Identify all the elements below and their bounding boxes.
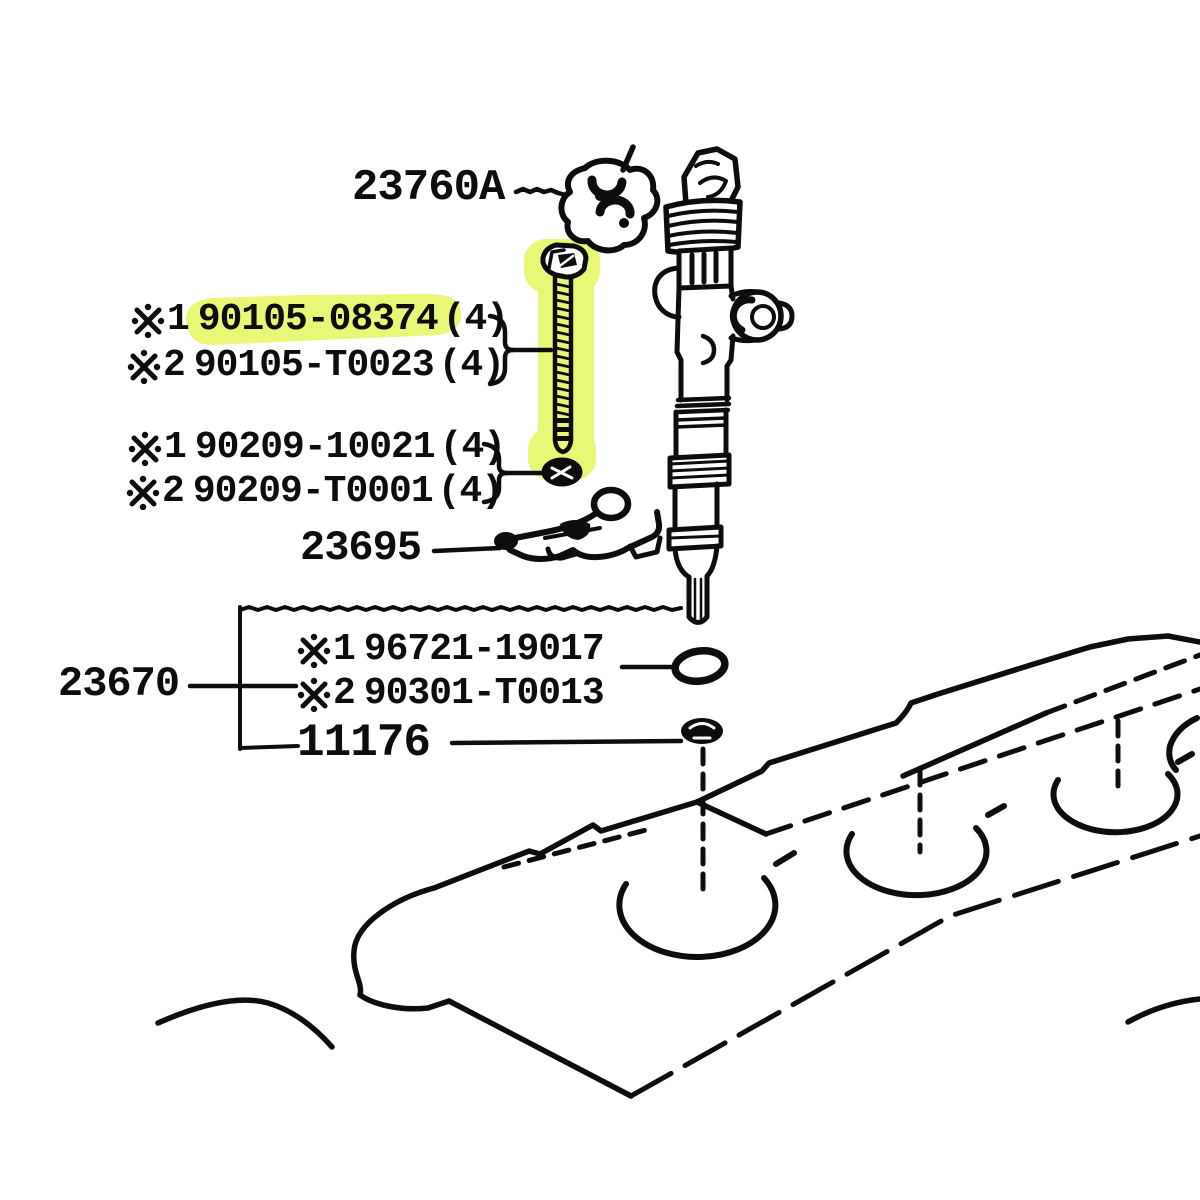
ref-index: 1 <box>167 298 190 341</box>
part-row-washer-2: 2 90209-T0001 (4) <box>126 470 504 513</box>
part-qty: (4) <box>438 344 505 387</box>
top-clamp-drawing <box>558 144 661 254</box>
bolt-drawing <box>540 242 589 455</box>
part-row-bolt-1: 1 90105-08374 (4) <box>131 298 509 341</box>
callout-top-clamp: 23760A <box>352 163 505 213</box>
injector-fuel-port <box>728 289 795 344</box>
leader-23695 <box>431 545 503 554</box>
part-number: 90209-T0001 <box>192 470 434 513</box>
bore-centerlines <box>700 718 1121 901</box>
injector-drawing <box>652 146 795 625</box>
part-number: 90301-T0013 <box>363 672 605 715</box>
ref-index: 2 <box>163 344 186 387</box>
washer-drawing <box>541 457 583 487</box>
engine-head-drawing <box>155 633 1200 1099</box>
leader-23760a <box>513 186 569 198</box>
part-qty: (4) <box>439 426 506 469</box>
callout-nozzle-seat: 11176 <box>297 717 431 769</box>
leader-lines <box>187 186 684 751</box>
part-qty: (4) <box>442 298 509 341</box>
reference-mark-icon <box>127 349 161 384</box>
reference-mark-icon <box>131 303 165 338</box>
ref-index: 1 <box>164 426 187 469</box>
injector-ribs <box>666 208 740 247</box>
callout-injector-clamp: 23695 <box>300 524 422 572</box>
part-qty: (4) <box>437 470 504 513</box>
nozzle-seat-drawing <box>681 718 723 744</box>
bolt-threads <box>554 282 572 417</box>
part-row-oring-1: 1 96721-19017 <box>297 628 605 671</box>
ref-index: 2 <box>162 470 185 513</box>
part-number: 96721-19017 <box>363 628 605 671</box>
injector-bores <box>616 715 1200 960</box>
part-number: 90209-10021 <box>194 426 436 469</box>
leader-11176 <box>449 738 684 746</box>
ref-index: 1 <box>333 628 356 671</box>
bracket-23670 <box>238 605 683 751</box>
ref-index: 2 <box>333 672 356 715</box>
part-row-bolt-2: 2 90105-T0023 (4) <box>127 344 505 387</box>
orientation-tick <box>620 144 636 173</box>
reference-mark-icon <box>128 431 162 466</box>
injector-clamp-drawing <box>494 486 663 562</box>
part-number: 90105-08374 <box>197 298 439 341</box>
callout-injector-assembly: 23670 <box>58 660 180 708</box>
reference-mark-icon <box>126 475 160 510</box>
reference-mark-icon <box>297 633 331 668</box>
part-row-oring-2: 2 90301-T0013 <box>297 672 605 715</box>
o-ring-drawing <box>671 646 729 686</box>
reference-mark-icon <box>297 677 331 712</box>
part-row-washer-1: 1 90209-10021 (4) <box>128 426 506 469</box>
part-number: 90105-T0023 <box>193 344 435 387</box>
